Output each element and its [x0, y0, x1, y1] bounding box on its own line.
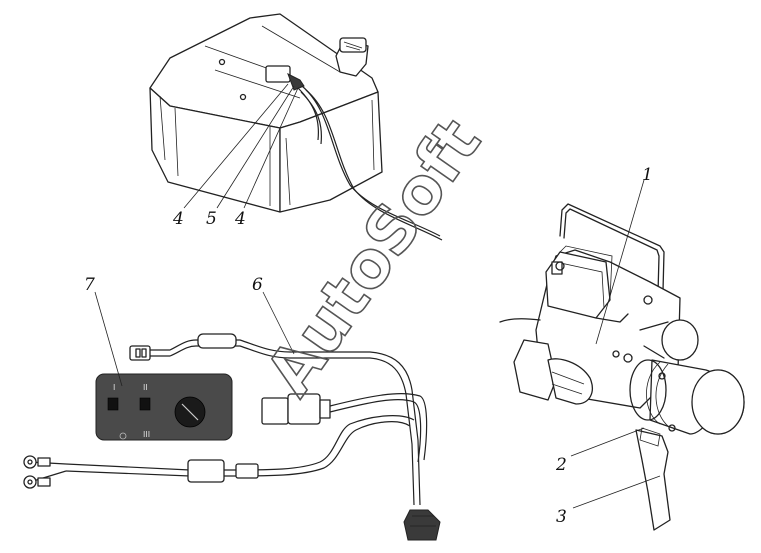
panel-mark-bottom: III [143, 430, 150, 439]
callout-4-right: 4 [234, 209, 246, 229]
callout-4-left: 4 [172, 209, 184, 229]
fuel-line [297, 85, 443, 241]
callout-1: 1 [642, 165, 653, 185]
callout-7: 7 [84, 275, 95, 295]
wiring-harness [23, 333, 441, 541]
callout-5: 5 [206, 209, 217, 229]
heater-unit [499, 203, 745, 531]
leader-lines [94, 83, 661, 509]
callout-6: 6 [252, 275, 263, 295]
control-panel: I II III [95, 373, 233, 441]
callout-labels: 1 2 3 4 5 4 6 7 [84, 165, 653, 527]
fuel-tank [149, 13, 383, 213]
panel-mark-right: II [143, 383, 148, 392]
callout-3: 3 [556, 507, 567, 527]
panel-mark-left: I [113, 383, 115, 392]
callout-2: 2 [555, 455, 567, 475]
